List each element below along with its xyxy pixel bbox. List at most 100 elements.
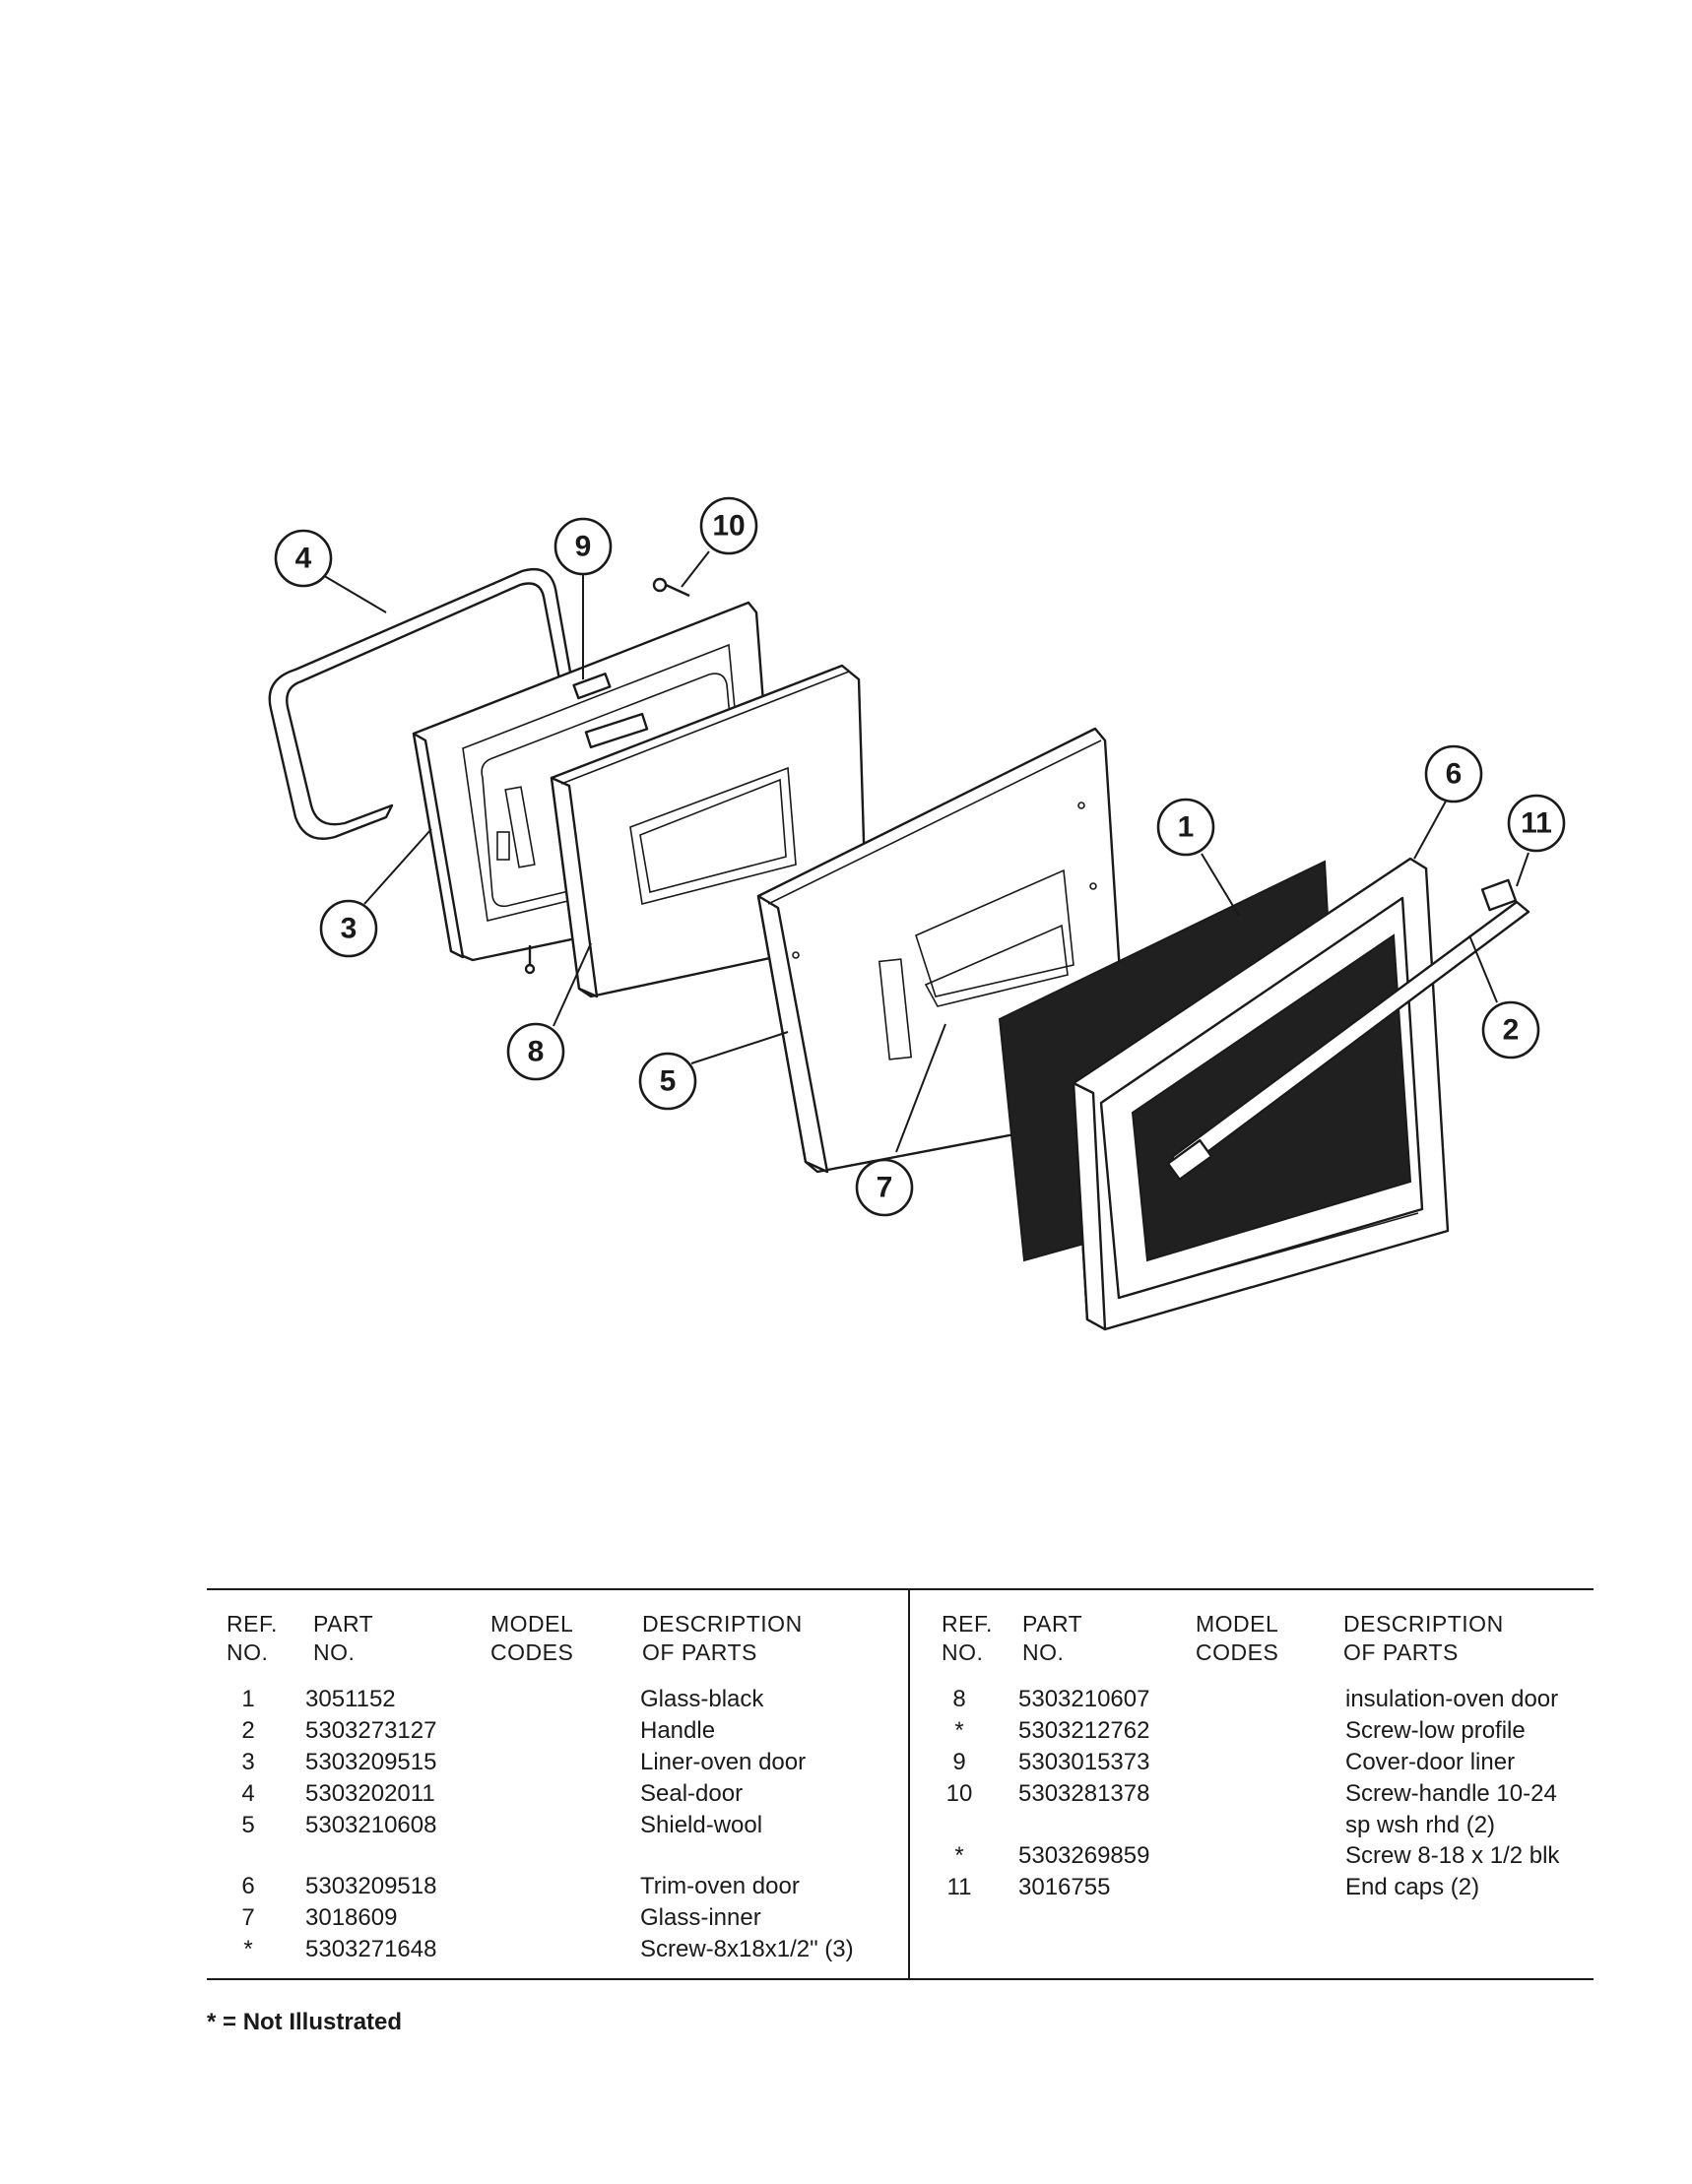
cell-description: Glass-inner (640, 1904, 761, 1931)
cell-description: Liner-oven door (640, 1749, 807, 1775)
callout-5: 5 (638, 1052, 697, 1111)
cell-part-no: 3018609 (305, 1904, 398, 1931)
table-row: sp wsh rhd (2) (910, 1810, 1594, 1840)
svg-text:4: 4 (295, 543, 312, 575)
footnote-not-illustrated: * = Not Illustrated (207, 2009, 403, 2035)
table-row: 3 5303209515 Liner-oven door (207, 1747, 908, 1777)
header-description: DESCRIPTION OF PARTS (642, 1611, 803, 1665)
part-screw-low-profile (524, 945, 536, 975)
cell-part-no: 5303271648 (305, 1936, 437, 1962)
cell-part-no: 5303212762 (1018, 1717, 1150, 1744)
parts-table-left: REF. NO. PART NO. MODEL CODES DESCRIPTIO… (207, 1590, 910, 1978)
cell-ref-no: 3 (241, 1749, 255, 1775)
leader-lines (320, 550, 1529, 1153)
cell-description: End caps (2) (1345, 1874, 1480, 1900)
table-row: 6 5303209518 Trim-oven door (207, 1871, 908, 1901)
callout-2: 2 (1481, 1000, 1540, 1060)
svg-text:3: 3 (341, 913, 358, 945)
header-part-no: PART NO. (313, 1611, 374, 1665)
cell-part-no: 5303210607 (1018, 1686, 1150, 1712)
exploded-parts-diagram: 1 2 3 4 5 6 7 8 9 10 11 (268, 496, 1566, 1331)
cell-part-no: 3051152 (305, 1686, 396, 1712)
cell-description: Trim-oven door (640, 1873, 800, 1899)
svg-text:5: 5 (660, 1065, 677, 1098)
cell-description: Seal-door (640, 1780, 744, 1807)
callout-7: 7 (855, 1158, 914, 1217)
cell-description: Cover-door liner (1345, 1749, 1516, 1775)
table-row: 10 5303281378 Screw-handle 10-24 (910, 1778, 1594, 1809)
cell-ref-no: 6 (241, 1873, 255, 1899)
cell-ref-no: 10 (945, 1780, 973, 1807)
cell-description: Screw 8-18 x 1/2 blk (1345, 1842, 1560, 1869)
svg-text:1: 1 (1178, 811, 1195, 844)
table-row: 5 5303210608 Shield-wool (207, 1810, 908, 1840)
callout-9: 9 (553, 517, 613, 576)
part-screw-handle (652, 577, 690, 598)
callout-6: 6 (1424, 744, 1483, 803)
cell-ref-no: * (954, 1717, 964, 1744)
cell-ref-no: 9 (952, 1749, 966, 1775)
callout-1: 1 (1156, 798, 1215, 857)
table-row: 1 3051152 Glass-black (207, 1684, 908, 1714)
cell-ref-no: * (243, 1936, 253, 1962)
cell-part-no: 5303273127 (305, 1717, 437, 1744)
table-row: * 5303212762 Screw-low profile (910, 1715, 1594, 1746)
table-row: 8 5303210607 insulation-oven door (910, 1684, 1594, 1714)
table-row: 7 3018609 Glass-inner (207, 1902, 908, 1933)
cell-ref-no: 7 (241, 1904, 255, 1931)
cell-part-no: 5303209515 (305, 1749, 437, 1775)
table-row: 11 3016755 End caps (2) (910, 1872, 1594, 1902)
svg-text:11: 11 (1521, 807, 1552, 840)
cell-ref-no: 4 (241, 1780, 255, 1807)
part-end-caps (1480, 878, 1518, 912)
header-description: DESCRIPTION OF PARTS (1343, 1611, 1504, 1665)
parts-table: REF. NO. PART NO. MODEL CODES DESCRIPTIO… (207, 1588, 1594, 1980)
part-handle (1166, 900, 1530, 1182)
svg-text:9: 9 (575, 531, 592, 563)
part-seal-door (268, 567, 573, 840)
cell-ref-no: 1 (241, 1686, 255, 1712)
header-model-codes: MODEL CODES (1196, 1611, 1279, 1665)
table-row: 2 5303273127 Handle (207, 1715, 908, 1746)
callout-10: 10 (699, 496, 758, 555)
header-ref-no: REF. NO. (227, 1611, 278, 1665)
svg-text:10: 10 (712, 510, 745, 543)
table-row: 9 5303015373 Cover-door liner (910, 1747, 1594, 1777)
cell-description: sp wsh rhd (2) (1345, 1812, 1496, 1838)
cell-description: Glass-black (640, 1686, 764, 1712)
part-glass-inner (924, 924, 1069, 1007)
header-ref-no: REF. NO. (942, 1611, 993, 1665)
cell-description: Screw-handle 10-24 (1345, 1780, 1557, 1807)
header-part-no: PART NO. (1022, 1611, 1083, 1665)
cell-description: Screw-low profile (1345, 1717, 1526, 1744)
cell-part-no: 5303209518 (305, 1873, 437, 1899)
cell-description: insulation-oven door (1345, 1686, 1559, 1712)
parts-table-right: REF. NO. PART NO. MODEL CODES DESCRIPTIO… (910, 1590, 1594, 1978)
cell-ref-no: 11 (946, 1874, 972, 1900)
cell-part-no: 5303269859 (1018, 1842, 1150, 1869)
cell-description: Handle (640, 1717, 716, 1744)
table-row: * 5303271648 Screw-8x18x1/2" (3) (207, 1934, 908, 1964)
cell-ref-no: 8 (952, 1686, 966, 1712)
svg-text:8: 8 (528, 1036, 545, 1068)
svg-text:2: 2 (1503, 1014, 1520, 1047)
cell-part-no: 5303210608 (305, 1812, 437, 1838)
callout-8: 8 (506, 1022, 565, 1081)
table-row: 4 5303202011 Seal-door (207, 1778, 908, 1809)
cell-part-no: 5303015373 (1018, 1749, 1150, 1775)
callout-3: 3 (319, 899, 378, 958)
callout-4: 4 (274, 529, 333, 588)
svg-text:6: 6 (1446, 758, 1463, 791)
cell-ref-no: 5 (241, 1812, 255, 1838)
part-cover-door-liner (572, 673, 649, 749)
header-model-codes: MODEL CODES (490, 1611, 574, 1665)
callout-11: 11 (1507, 794, 1566, 853)
cell-description: Screw-8x18x1/2" (3) (640, 1936, 854, 1962)
cell-part-no: 3016755 (1018, 1874, 1111, 1900)
cell-description: Shield-wool (640, 1812, 763, 1838)
cell-part-no: 5303202011 (305, 1780, 435, 1807)
svg-text:7: 7 (877, 1172, 893, 1204)
cell-ref-no: 2 (241, 1717, 255, 1744)
cell-part-no: 5303281378 (1018, 1780, 1150, 1807)
